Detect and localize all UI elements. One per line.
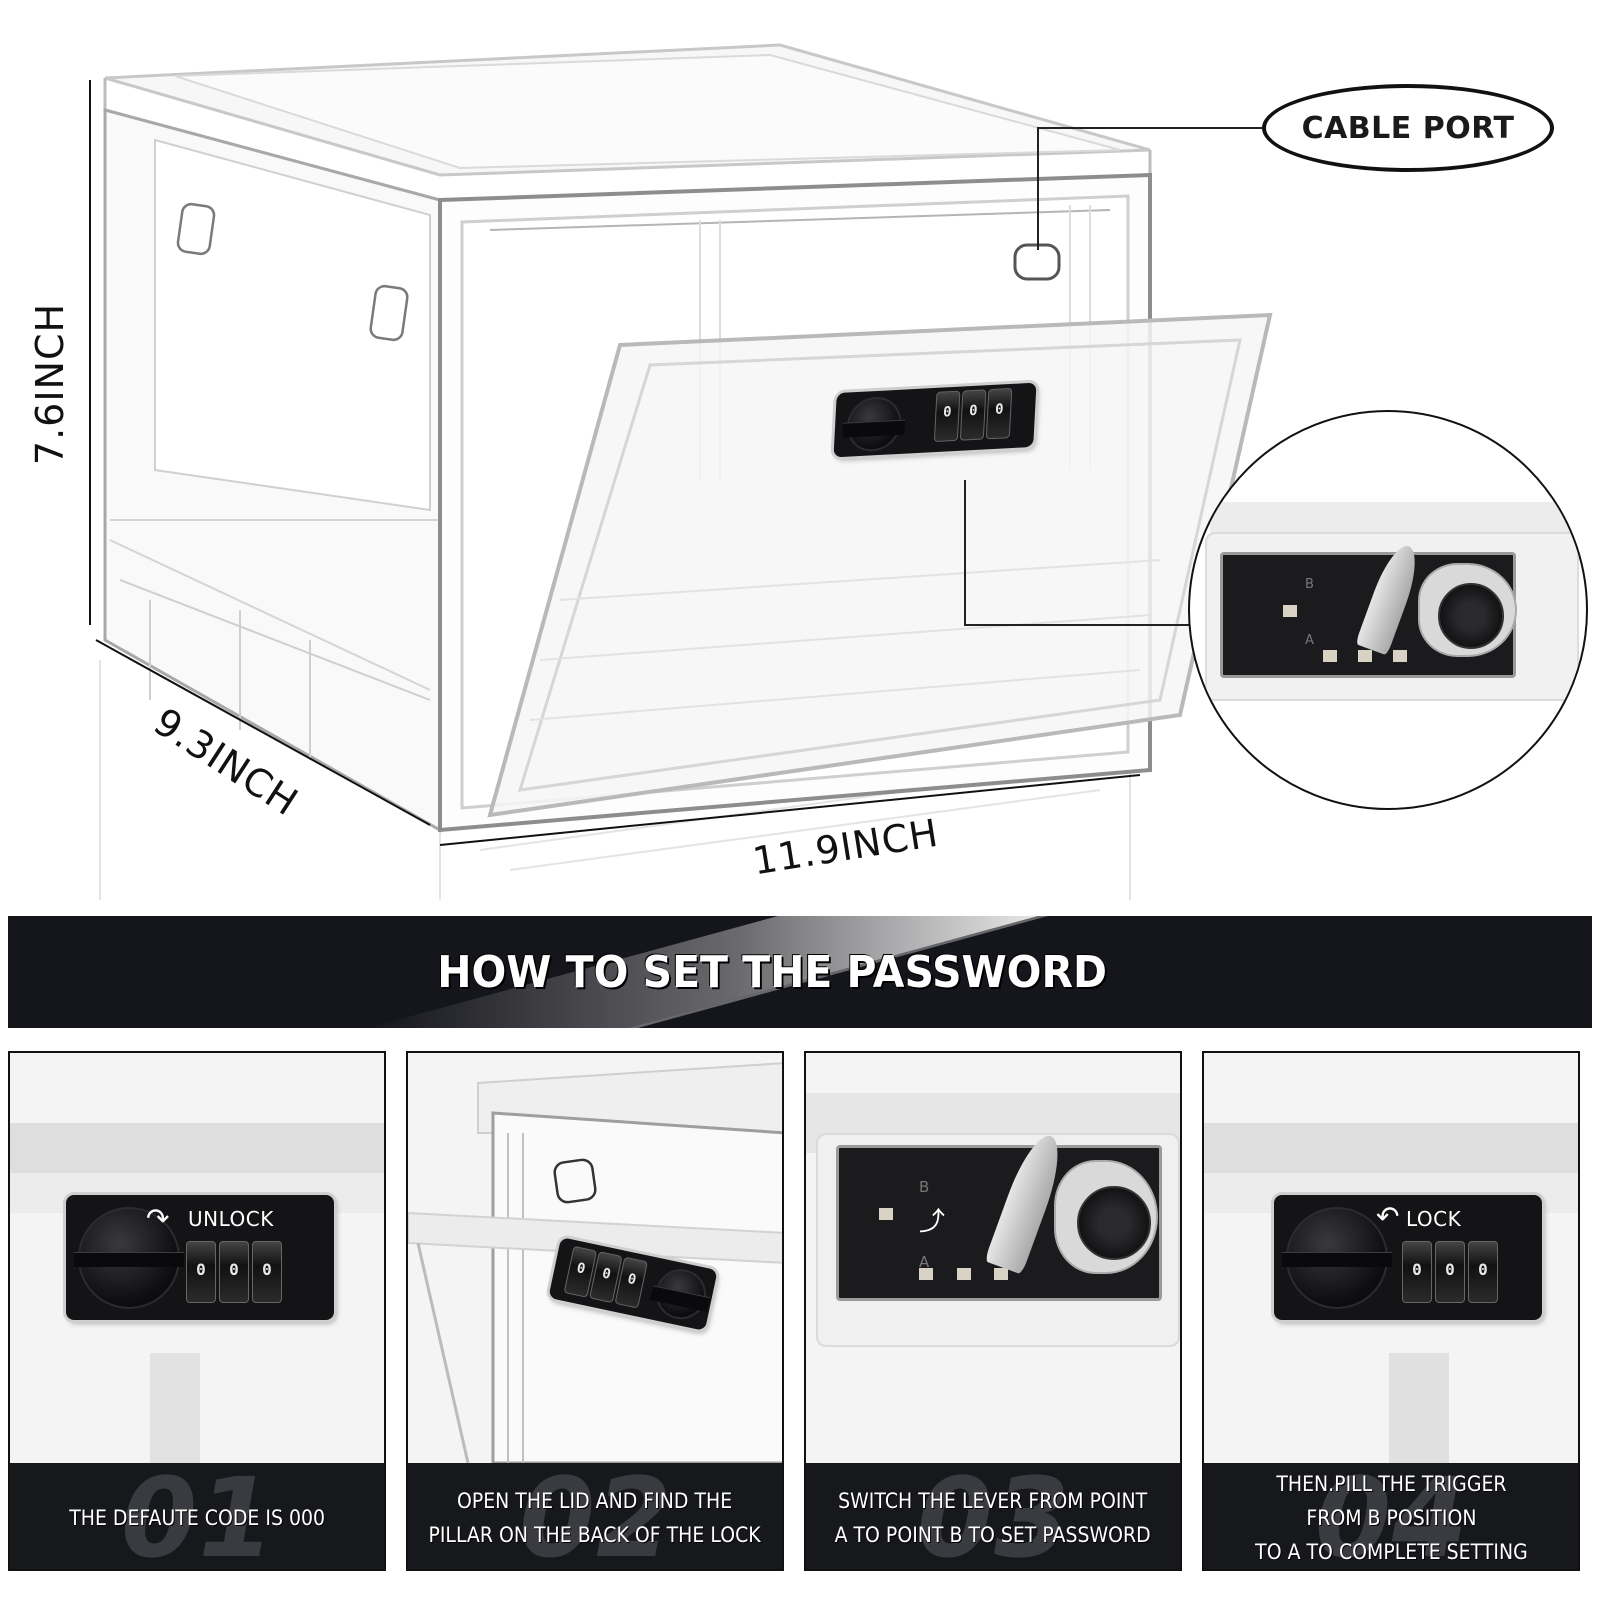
lock-pillar[interactable] bbox=[1438, 583, 1504, 649]
cable-port-hole-icon bbox=[553, 1158, 597, 1204]
cable-port-label: CABLE PORT bbox=[1301, 110, 1515, 146]
rotate-counterclockwise-arrow-icon: ↶ bbox=[1376, 1201, 1400, 1232]
combination-wheel[interactable]: 0 bbox=[1468, 1241, 1498, 1303]
combination-wheel[interactable]: 0 bbox=[1402, 1241, 1432, 1303]
rotate-clockwise-arrow-icon: ↷ bbox=[146, 1203, 170, 1234]
combination-wheel[interactable]: 0 bbox=[933, 390, 961, 443]
dimension-height-label: 7.6INCH bbox=[28, 302, 72, 466]
lock-mechanism-zoom: B A bbox=[1188, 410, 1588, 810]
lock-dial[interactable] bbox=[1282, 1207, 1392, 1309]
lock-dial[interactable] bbox=[650, 1264, 711, 1324]
step-3-caption: 03 SWITCH THE LEVER FROM POINT A TO POIN… bbox=[806, 1463, 1180, 1569]
lock-label: LOCK bbox=[1406, 1207, 1462, 1231]
side-hole-icon bbox=[176, 202, 216, 256]
lock-dial[interactable] bbox=[74, 1207, 184, 1309]
step-panel-2: 0 0 0 02 OPEN THE LID AND FIND THE PILLA… bbox=[406, 1051, 784, 1571]
combination-wheel[interactable]: 0 bbox=[186, 1241, 216, 1303]
combination-wheel[interactable]: 0 bbox=[959, 389, 987, 441]
door-combination-lock: 0 0 0 bbox=[833, 382, 1037, 458]
combination-wheel[interactable]: 0 bbox=[219, 1241, 249, 1303]
caption-line: SWITCH THE LEVER FROM POINT bbox=[838, 1489, 1148, 1513]
cable-port-callout: CABLE PORT bbox=[1262, 84, 1554, 172]
box-side-panel bbox=[103, 108, 442, 833]
box-lid bbox=[103, 43, 1152, 202]
step-4-photo: ↶ LOCK 0 0 0 bbox=[1204, 1053, 1578, 1463]
caption-line: PILLAR ON THE BACK OF THE LOCK bbox=[428, 1523, 762, 1547]
step-panel-3: B A ⤴ 03 SWITCH THE LEVER FROM POINT A T… bbox=[804, 1051, 1182, 1571]
callout-leaders bbox=[964, 127, 1262, 626]
step-2-caption: 02 OPEN THE LID AND FIND THE PILLAR ON T… bbox=[408, 1463, 782, 1569]
lock-mechanism: B A ⤴ bbox=[836, 1129, 1162, 1301]
combination-wheel[interactable]: 0 bbox=[1435, 1241, 1465, 1303]
side-hole-icon bbox=[369, 284, 409, 342]
cable-port-hole-icon bbox=[1013, 243, 1061, 281]
step-2-photo: 0 0 0 bbox=[408, 1053, 782, 1463]
product-hero: 0 0 0 7.6INCH 9.3INCH 11.9INCH CABLE POR… bbox=[28, 43, 1588, 900]
step-3-photo: B A ⤴ bbox=[806, 1053, 1180, 1463]
box-open-door bbox=[487, 312, 1273, 818]
lock-pillar[interactable] bbox=[1077, 1186, 1151, 1260]
caption-line: A TO POINT B TO SET PASSWORD bbox=[834, 1523, 1152, 1547]
banner-sheen bbox=[368, 916, 1048, 1028]
lock-dial[interactable] bbox=[842, 395, 906, 453]
caption-line: THEN.PILL THE TRIGGER bbox=[1275, 1472, 1507, 1496]
combination-wheel[interactable]: 0 bbox=[252, 1241, 282, 1303]
combination-lock: ↶ LOCK 0 0 0 bbox=[1274, 1195, 1542, 1320]
step-1-photo: ↷ UNLOCK 0 0 0 bbox=[10, 1053, 384, 1463]
dimension-lines bbox=[89, 80, 1141, 846]
step-panel-4: ↶ LOCK 0 0 0 04 THEN.PILL THE TRIGGER FR… bbox=[1202, 1051, 1580, 1571]
caption-line: OPEN THE LID AND FIND THE bbox=[457, 1489, 733, 1513]
unlock-label: UNLOCK bbox=[188, 1207, 274, 1231]
caption-line: FROM B POSITION bbox=[1305, 1506, 1477, 1530]
curved-up-arrow-icon: ⤴ bbox=[919, 1206, 946, 1236]
instructions-banner: HOW TO SET THE PASSWORD bbox=[8, 916, 1592, 1028]
caption-line: THE DEFAUTE CODE IS 000 bbox=[69, 1506, 325, 1530]
storage-box-illustration bbox=[89, 43, 1273, 900]
step-4-caption: 04 THEN.PILL THE TRIGGER FROM B POSITION… bbox=[1204, 1463, 1578, 1569]
step-1-caption: 01 THE DEFAUTE CODE IS 000 bbox=[10, 1463, 384, 1569]
lock-mechanism: B A bbox=[1220, 540, 1517, 678]
step-panel-1: ↷ UNLOCK 0 0 0 01 THE DEFAUTE CODE IS 00… bbox=[8, 1051, 386, 1571]
banner-title: HOW TO SET THE PASSWORD bbox=[437, 946, 1107, 998]
lock-lever[interactable] bbox=[1355, 540, 1425, 656]
combination-wheel[interactable]: 0 bbox=[985, 387, 1013, 440]
caption-line: TO A TO COMPLETE SETTING bbox=[1254, 1540, 1528, 1564]
combination-lock: ↷ UNLOCK 0 0 0 bbox=[66, 1195, 334, 1320]
